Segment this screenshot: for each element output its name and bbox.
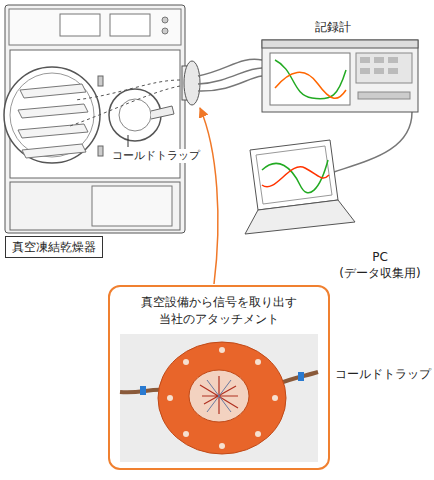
recorder-drawing-part (275, 60, 346, 99)
freeze-dryer-drawing-part (162, 17, 168, 23)
signal-cable-part (198, 76, 262, 91)
freeze-dryer-drawing-part (18, 104, 88, 118)
freeze-dryer-drawing-part (128, 135, 129, 147)
attachment-photo-part (167, 395, 173, 401)
recorder-drawing (262, 40, 418, 112)
attachment-photo-part (183, 359, 189, 365)
freeze-dryer-drawing-part (119, 99, 151, 131)
recorder-drawing-part (388, 68, 398, 74)
freeze-dryer-drawing-part (98, 146, 103, 156)
signal-cable-part (198, 59, 262, 76)
recorder-drawing-part (374, 57, 384, 63)
attachment-photo-part (298, 372, 304, 381)
freeze-dryer-drawing-part (75, 80, 180, 100)
callout-box: 真空設備から信号を取り出す 当社のアタッチメント (108, 285, 330, 470)
freeze-dryer-drawing-part (9, 9, 181, 45)
attachment-photo-part (207, 380, 231, 412)
freeze-dryer-drawing-part (20, 84, 86, 98)
recorder-drawing-part (262, 40, 418, 112)
freeze-dryer-drawing-part (151, 106, 174, 119)
recorder-drawing-part (262, 40, 418, 48)
attachment-photo (120, 334, 318, 462)
freeze-dryer-drawing-part (10, 182, 180, 230)
attachment-photo-part (219, 347, 225, 353)
attachment-photo-part (120, 334, 318, 462)
laptop-pc-drawing-part (262, 160, 328, 193)
recorder-drawing-part (356, 53, 412, 83)
laptop-pc-drawing-part (245, 200, 355, 234)
laptop-pc-drawing-part (256, 146, 332, 204)
box-text: 真空凍結乾燥器 (12, 239, 96, 255)
recorder-drawing-part (358, 92, 410, 99)
freeze-dryer-drawing-part (162, 28, 168, 34)
signal-cable-part (334, 112, 412, 172)
attachment-photo-part (189, 370, 249, 422)
freeze-dryer-drawing-part (60, 14, 100, 36)
recorder-drawing-part (270, 53, 350, 105)
freeze-dryer-drawing-part (98, 76, 103, 86)
attachment-photo-part (219, 443, 225, 449)
laptop-pc-drawing-part (250, 140, 338, 210)
freeze-dryer-drawing-part (18, 124, 88, 138)
recorder-drawing-part (275, 72, 346, 98)
freeze-dryer-drawing-part (92, 186, 172, 226)
part-label: コールドトラップ (335, 367, 431, 383)
recorder-drawing-part (360, 68, 370, 74)
part-label: コールドトラップ (110, 149, 202, 163)
recorder-drawing-part (374, 68, 384, 74)
signal-cable-part (198, 68, 262, 84)
attachment-photo-part (158, 342, 286, 454)
attachment-photo-part (255, 431, 261, 437)
callout-arrow (200, 108, 218, 284)
attachment-photo-part (200, 376, 238, 414)
flange-attachment-drawing-part (184, 61, 200, 105)
flange-attachment-drawing (182, 61, 200, 105)
recorder-drawing-part (388, 57, 398, 63)
device-label: 記録計 (315, 20, 351, 36)
recorder-drawing-part (360, 57, 370, 63)
freeze-dryer-drawing-part (70, 86, 180, 126)
freeze-dryer-drawing-part (22, 144, 86, 158)
attachment-photo-part (272, 395, 278, 401)
freeze-dryer-drawing-part (4, 67, 100, 163)
device-label: PC (データ収集用) (339, 250, 420, 281)
laptop-pc-drawing-part (262, 167, 329, 187)
attachment-photo-part (255, 359, 261, 365)
laptop-pc-drawing (245, 140, 355, 234)
freeze-dryer-drawing-part (110, 14, 150, 36)
attachment-photo-part (183, 431, 189, 437)
freeze-dryer-drawing-part (10, 73, 94, 157)
freeze-dryer-drawing (4, 5, 185, 233)
apparatus-name-box: 真空凍結乾燥器 (5, 236, 103, 258)
box-text: 真空設備から信号を取り出す 当社のアタッチメント (118, 294, 320, 328)
freeze-dryer-drawing-part (5, 5, 185, 233)
attachment-photo-part (140, 386, 146, 395)
